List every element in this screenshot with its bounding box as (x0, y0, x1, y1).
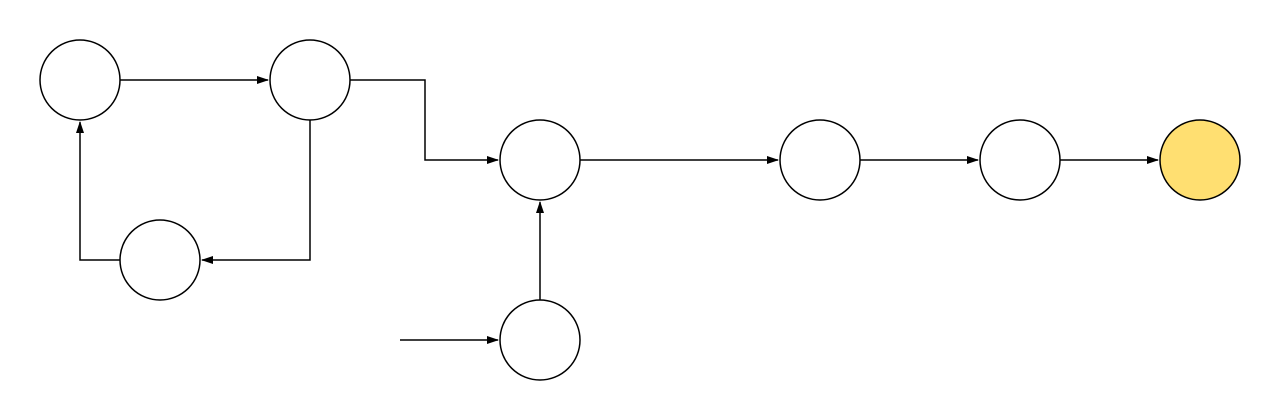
node-layer (39, 39, 1241, 381)
node-n1 (39, 39, 121, 121)
edge-layer (76, 76, 1159, 344)
node-n6 (779, 119, 861, 201)
node-n3 (499, 119, 581, 201)
edge-n2-to-n4 (201, 120, 311, 264)
node-n5 (499, 299, 581, 381)
edge-n2-to-n3 (350, 79, 499, 164)
node-n7 (979, 119, 1061, 201)
node-n8-highlighted (1159, 119, 1241, 201)
node-n4 (119, 219, 201, 301)
edge-n4-to-n1 (76, 121, 120, 261)
node-n2 (269, 39, 351, 121)
